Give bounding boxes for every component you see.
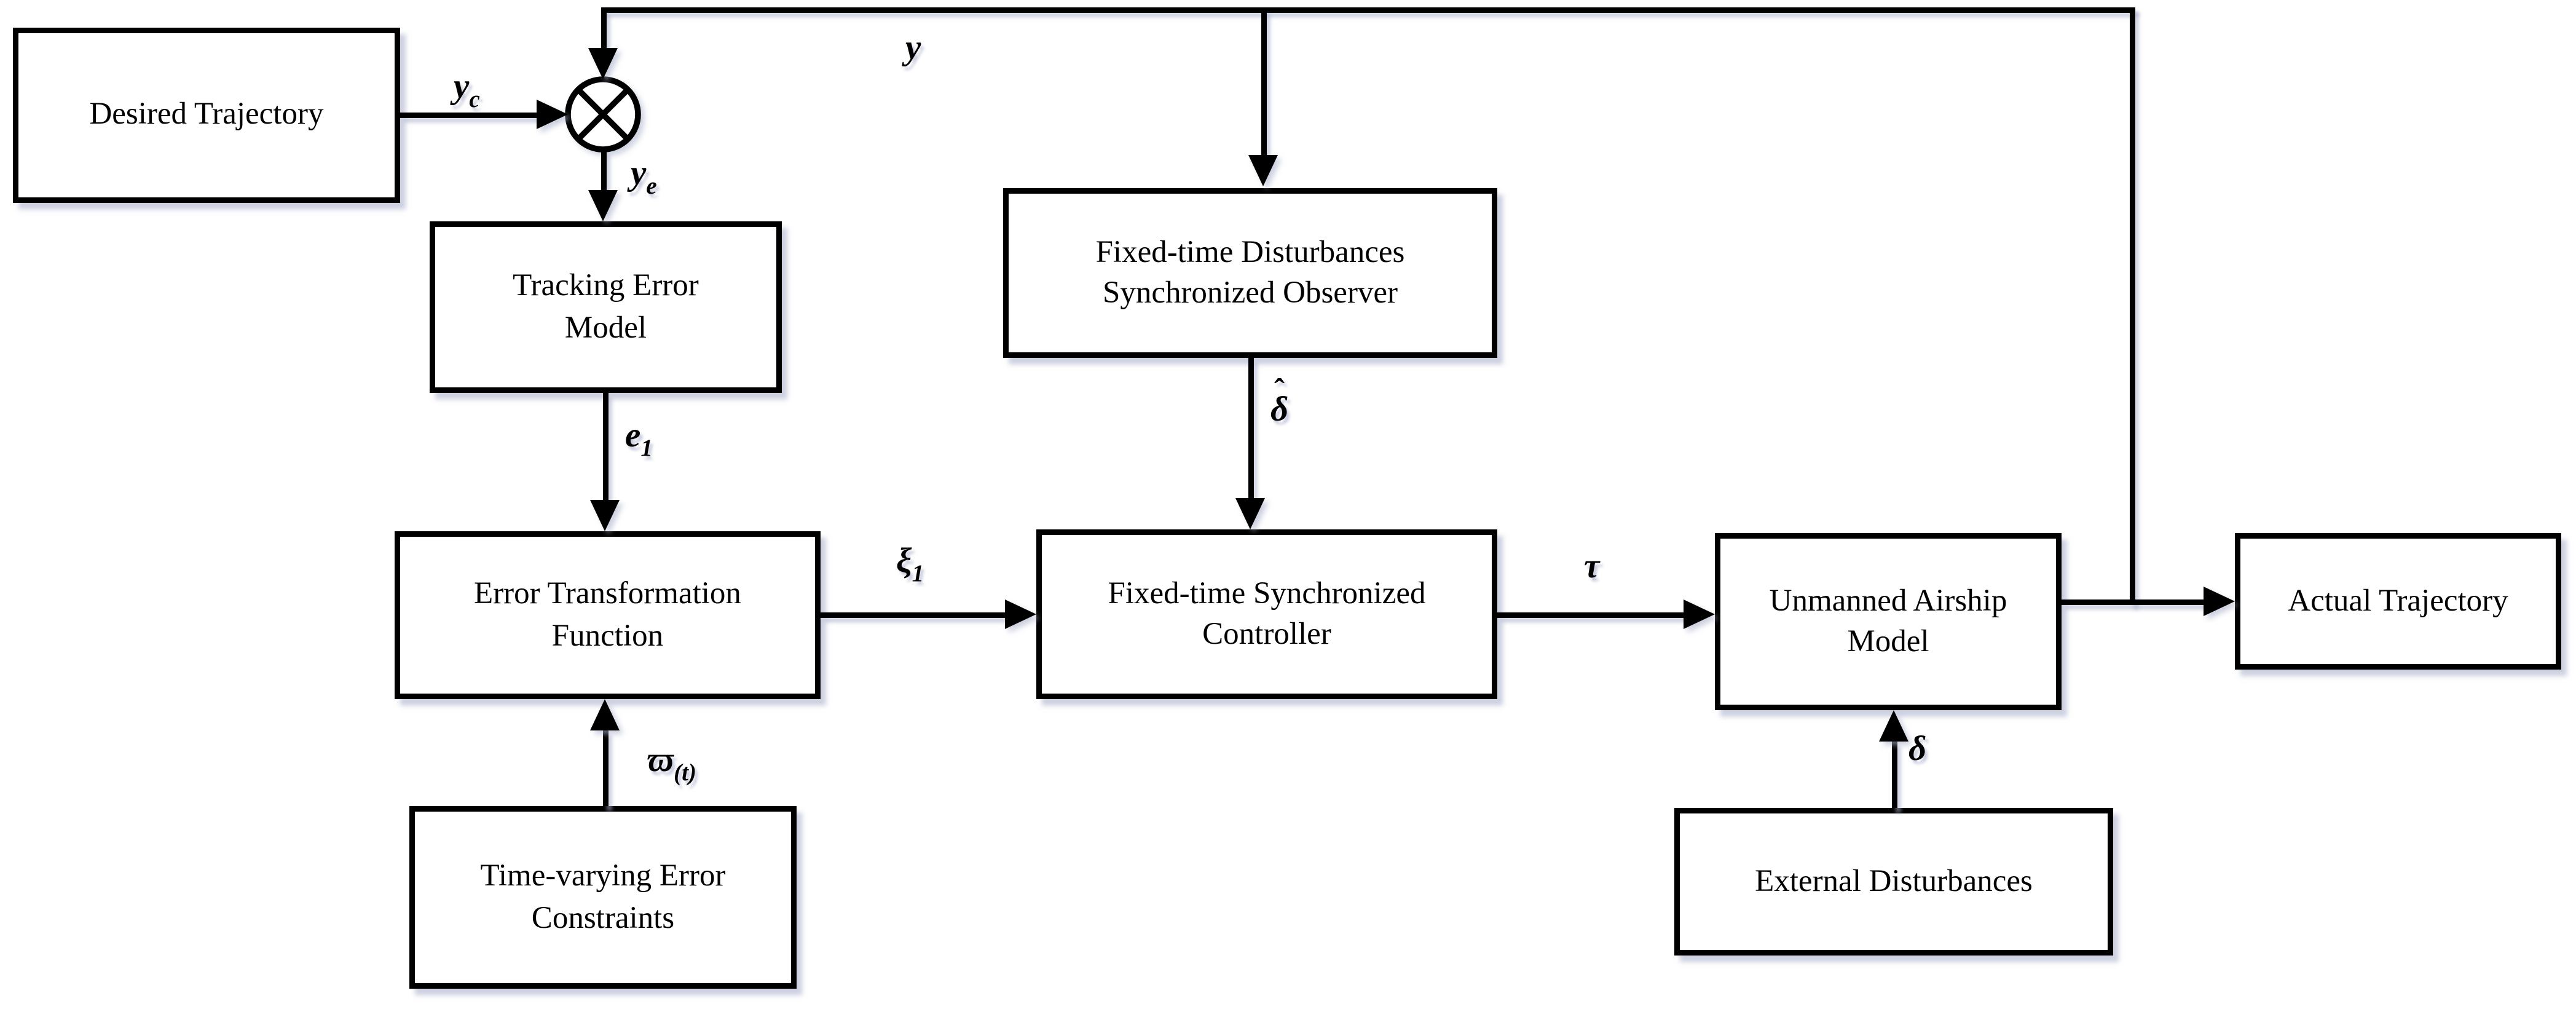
- box-desired-trajectory: Desired Trajectory: [13, 28, 400, 203]
- arrowhead-delta: [1879, 710, 1908, 742]
- delta-base: δ: [1908, 730, 1927, 769]
- varpi-sub: (t): [674, 758, 696, 786]
- arrowhead-feedback-junction: [588, 48, 618, 79]
- signal-line-yc: [400, 111, 537, 117]
- box-fixed-time-synchronized-controller: Fixed-time Synchronized Controller: [1036, 529, 1497, 699]
- tau-base: τ: [1584, 548, 1600, 587]
- arrowhead-varpi: [590, 699, 620, 730]
- signal-label-delta: δ: [1908, 730, 1926, 771]
- signal-line-delta-hat: [1247, 358, 1253, 498]
- box-actual-trajectory: Actual Trajectory: [2235, 533, 2561, 670]
- signal-line-e1: [602, 393, 608, 500]
- box-time-varying-error-constraints: Time-varying Error Constraints: [409, 806, 797, 989]
- arrowhead-e1: [590, 500, 620, 531]
- signal-line-output: [2062, 598, 2204, 604]
- signal-line-xi1: [821, 611, 1005, 617]
- arrowhead-feedback-observer: [1248, 155, 1278, 186]
- signal-label-tau: τ: [1584, 548, 1599, 588]
- box-actual-trajectory-label: Actual Trajectory: [2288, 582, 2508, 618]
- box-observer-label: Fixed-time Disturbances Synchronized Obs…: [1095, 233, 1405, 310]
- arrowhead-output: [2204, 587, 2235, 616]
- box-desired-trajectory-label: Desired Trajectory: [89, 96, 324, 132]
- arrowhead-ye: [588, 190, 618, 221]
- signal-label-yc: yc: [454, 68, 480, 111]
- xi1-base: ξ: [896, 542, 912, 581]
- box-time-varying-error-constraints-label: Time-varying Error Constraints: [480, 858, 726, 935]
- sum-junction-icon: [565, 76, 641, 152]
- feedback-line-right: [2129, 6, 2135, 604]
- delta-hat-base: δ: [1270, 391, 1289, 430]
- signal-label-xi1: ξ1: [896, 542, 924, 585]
- signal-label-varpi: ϖ(t): [647, 742, 696, 784]
- box-error-transformation-function: Error Transformation Function: [395, 531, 821, 699]
- box-unmanned-airship-model-label: Unmanned Airship Model: [1769, 582, 2007, 659]
- box-external-disturbances-label: External Disturbances: [1755, 863, 2033, 898]
- box-external-disturbances: External Disturbances: [1674, 808, 2113, 956]
- box-tracking-error-model-label: Tracking Error Model: [513, 267, 699, 344]
- box-tracking-error-model: Tracking Error Model: [430, 221, 782, 393]
- box-fixed-time-disturbances-synchronized-observer: Fixed-time Disturbances Synchronized Obs…: [1003, 188, 1497, 358]
- feedback-line-into-junction: [600, 9, 606, 48]
- signal-line-ye: [600, 149, 606, 190]
- ye-base: y: [631, 155, 647, 194]
- signal-label-e1: e1: [625, 417, 653, 459]
- e1-base: e: [625, 417, 641, 456]
- box-error-transformation-function-label: Error Transformation Function: [474, 576, 741, 652]
- signal-line-tau: [1497, 611, 1684, 617]
- ye-sub: e: [646, 172, 657, 199]
- yc-base: y: [454, 68, 470, 107]
- box-controller-label: Fixed-time Synchronized Controller: [1108, 574, 1426, 651]
- feedback-line-into-observer: [1260, 9, 1266, 155]
- signal-line-varpi: [602, 730, 608, 806]
- xi1-sub: 1: [912, 559, 924, 587]
- feedback-line-top: [600, 6, 2135, 12]
- signal-line-delta: [1891, 742, 1897, 808]
- varpi-base: ϖ: [647, 742, 674, 780]
- signal-label-ye: ye: [631, 155, 657, 199]
- arrowhead-tau: [1684, 599, 1715, 629]
- e1-sub: 1: [640, 433, 653, 461]
- box-unmanned-airship-model: Unmanned Airship Model: [1715, 533, 2062, 710]
- arrowhead-yc: [537, 100, 568, 129]
- signal-label-y: y: [905, 30, 921, 70]
- delta-hat-accent: ˆ: [1274, 373, 1285, 408]
- y-base: y: [905, 30, 921, 68]
- arrowhead-xi1: [1005, 599, 1036, 629]
- arrowhead-delta-hat: [1235, 498, 1265, 529]
- yc-sub: c: [469, 85, 480, 113]
